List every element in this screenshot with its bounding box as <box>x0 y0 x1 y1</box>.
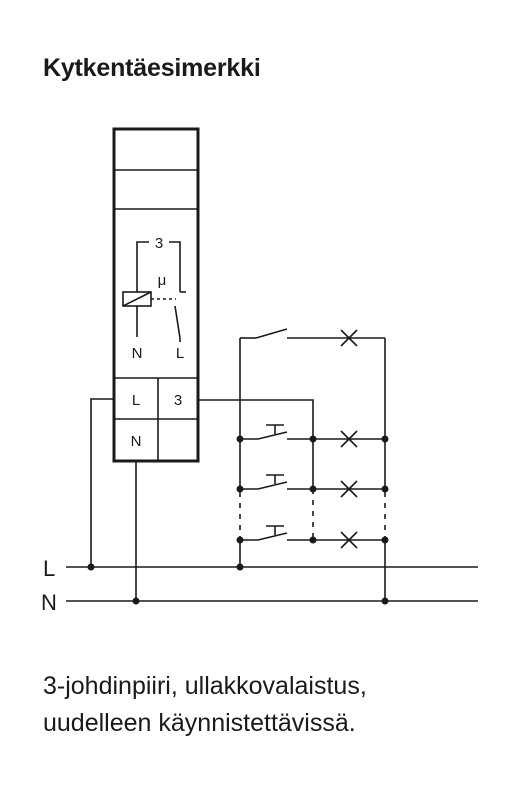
caption-line-2: uudelleen käynnistettävissä. <box>43 709 356 737</box>
live-line-label: L <box>43 556 55 581</box>
pushbutton-branch <box>240 474 385 490</box>
lamp-icon <box>340 430 358 448</box>
relay-schematic <box>122 241 186 342</box>
contact-number-label: 3 <box>155 235 163 252</box>
device-module <box>112 127 200 463</box>
terminal-l-label: L <box>132 392 140 409</box>
terminal-n-label: N <box>131 433 142 450</box>
caption-line-1: 3-johdinpiiri, ullakkovalaistus, <box>43 672 367 700</box>
lamp-icon <box>340 531 358 549</box>
pushbutton-branch <box>240 424 385 440</box>
lamp-icon <box>340 480 358 498</box>
relay-symbol-label: μ <box>158 272 167 289</box>
wiring-diagram: 3 μ N L L 3 N L N <box>41 127 478 615</box>
relay-contact-icon <box>174 305 181 339</box>
contact-terminal-label: L <box>176 345 184 362</box>
pushbutton-branch <box>240 525 385 541</box>
diagram-caption: 3-johdinpiiri, ullakkovalaistus, uudelle… <box>43 668 367 742</box>
terminal-3-label: 3 <box>174 392 182 409</box>
manual-switch <box>240 328 385 339</box>
coil-terminal-label: N <box>132 345 143 362</box>
lamp-icon <box>340 329 358 347</box>
neutral-line-label: N <box>41 590 57 615</box>
wire-terminal-3 <box>198 399 314 439</box>
wire-terminal-l <box>90 398 114 567</box>
junction-dots <box>87 435 389 605</box>
page-title: Kytkentäesimerkki <box>43 54 261 82</box>
